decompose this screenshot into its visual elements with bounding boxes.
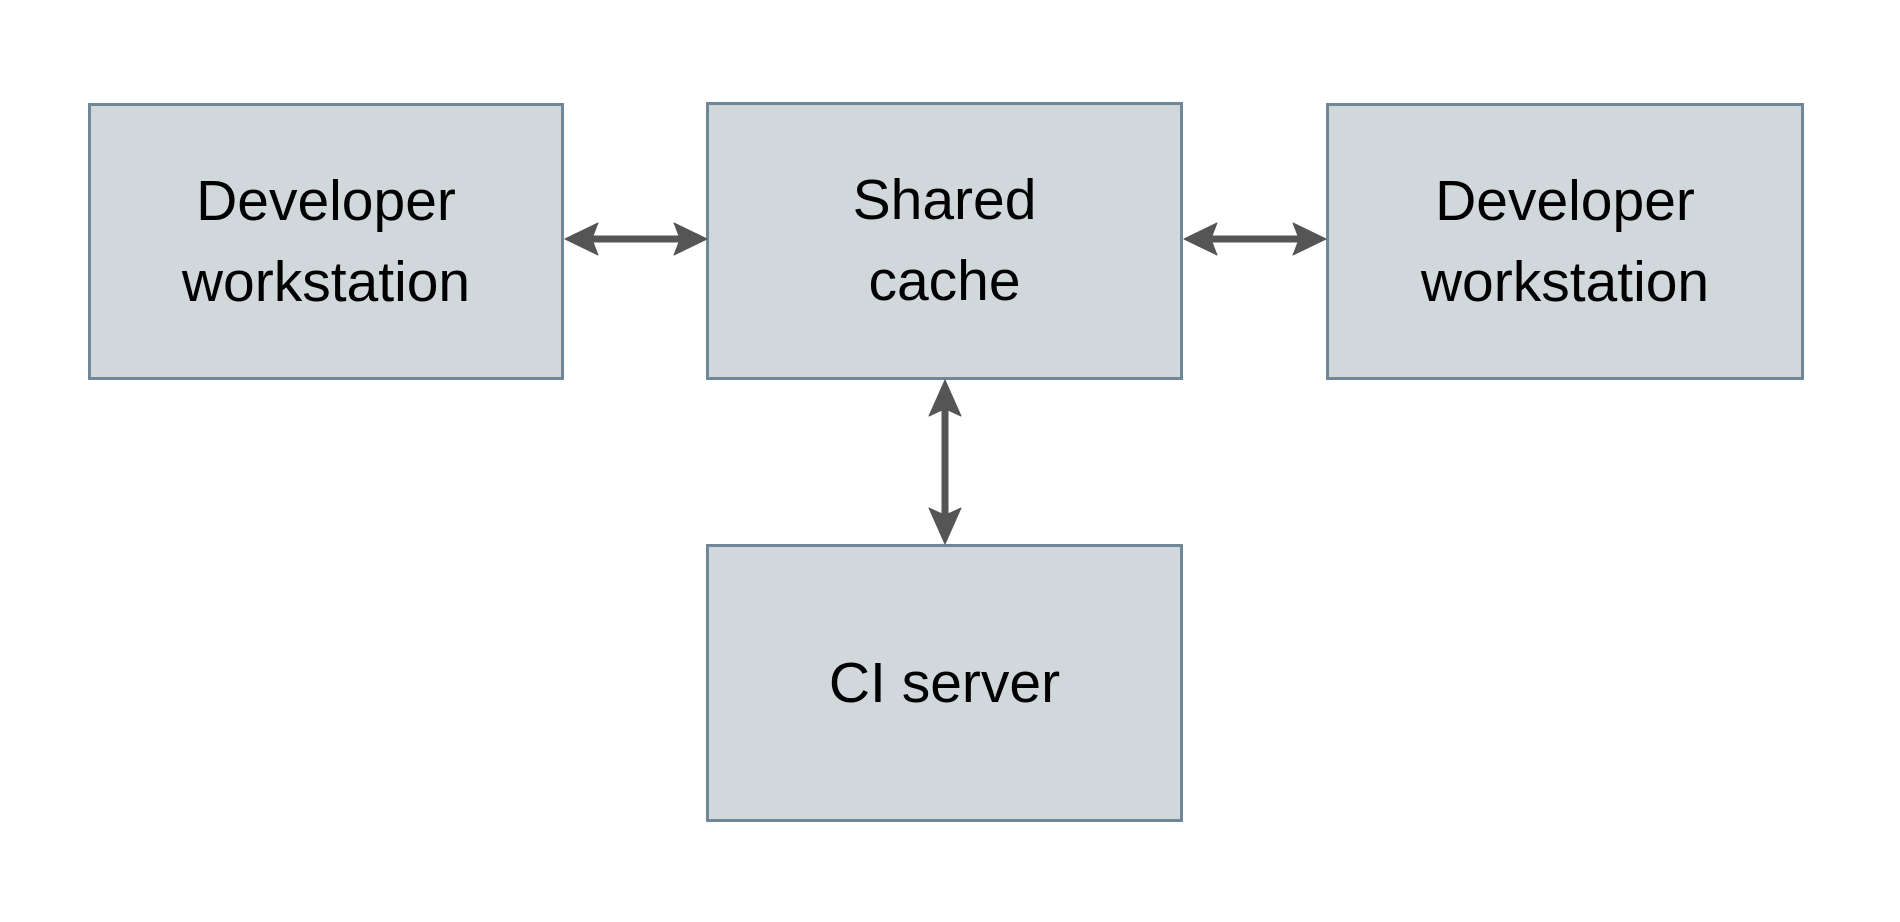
edge-shared-cache-to-ci-server xyxy=(920,376,970,548)
node-label: CI server xyxy=(828,650,1061,715)
node-label: Developer workstation xyxy=(1420,168,1710,314)
node-developer-workstation-right[interactable]: Developer workstation xyxy=(1326,103,1804,380)
node-ci-server[interactable]: CI server xyxy=(706,544,1183,822)
edge-dev-left-to-shared-cache xyxy=(560,214,712,264)
double-headed-arrow-horizontal-icon xyxy=(1183,222,1327,256)
node-shared-cache[interactable]: Shared cache xyxy=(706,102,1183,380)
node-label: Developer workstation xyxy=(181,168,471,314)
node-label: Shared cache xyxy=(852,168,1037,313)
double-headed-arrow-vertical-icon xyxy=(928,379,962,545)
node-developer-workstation-left[interactable]: Developer workstation xyxy=(88,103,564,380)
double-headed-arrow-horizontal-icon xyxy=(564,222,708,256)
edge-shared-cache-to-dev-right xyxy=(1179,214,1331,264)
